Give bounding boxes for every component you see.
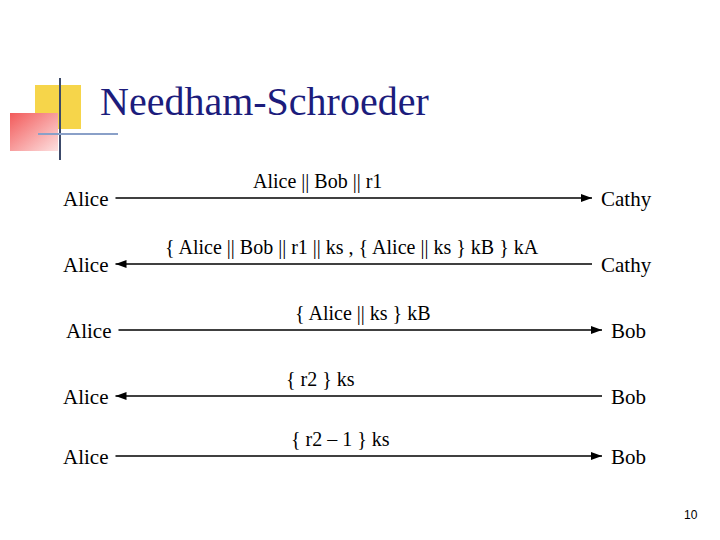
party-text: Bob [611, 319, 646, 343]
message-arrow [115, 260, 592, 268]
message-label: { Alice || ks } kB [292, 302, 434, 325]
party-text: Alice [66, 319, 111, 343]
message-label: Alice || Bob || r1 [250, 170, 385, 193]
message-arrow [118, 326, 602, 334]
party-name: Bob [608, 383, 649, 411]
horizontal-rule [38, 133, 118, 135]
party-name: Cathy [598, 251, 654, 279]
arrowhead [581, 194, 592, 202]
vertical-rule [59, 78, 61, 160]
page-number: 10 [684, 508, 697, 522]
message-arrow [115, 452, 602, 460]
arrow-shaft [115, 455, 602, 457]
party-text: Bob [611, 385, 646, 409]
arrow-shaft [115, 395, 602, 397]
party-text: Cathy [601, 253, 651, 277]
party-name: Bob [608, 317, 649, 345]
party-text: Alice [63, 187, 108, 211]
arrowhead [591, 452, 602, 460]
message-label: { Alice || Bob || r1 || ks , { Alice || … [162, 236, 541, 259]
slide-title: Needham-Schroeder [100, 80, 429, 124]
party-text: Alice [63, 385, 108, 409]
party-text: Bob [611, 445, 646, 469]
message-label: { r2 – 1 } ks [288, 428, 393, 451]
party-name: Alice [63, 317, 114, 345]
message-arrow [115, 392, 602, 400]
arrow-shaft [115, 197, 592, 199]
message-arrow [115, 194, 592, 202]
message-label: { r2 } ks [283, 368, 358, 391]
party-name: Alice [60, 185, 111, 213]
arrow-shaft [118, 329, 602, 331]
arrowhead [115, 260, 126, 268]
party-name: Alice [60, 443, 111, 471]
arrow-shaft [115, 263, 592, 265]
party-name: Bob [608, 443, 649, 471]
party-name: Alice [60, 251, 111, 279]
party-text: Cathy [601, 187, 651, 211]
pink-square [10, 113, 58, 151]
arrowhead [115, 392, 126, 400]
party-name: Cathy [598, 185, 654, 213]
party-text: Alice [63, 253, 108, 277]
party-name: Alice [60, 383, 111, 411]
party-text: Alice [63, 445, 108, 469]
arrowhead [591, 326, 602, 334]
